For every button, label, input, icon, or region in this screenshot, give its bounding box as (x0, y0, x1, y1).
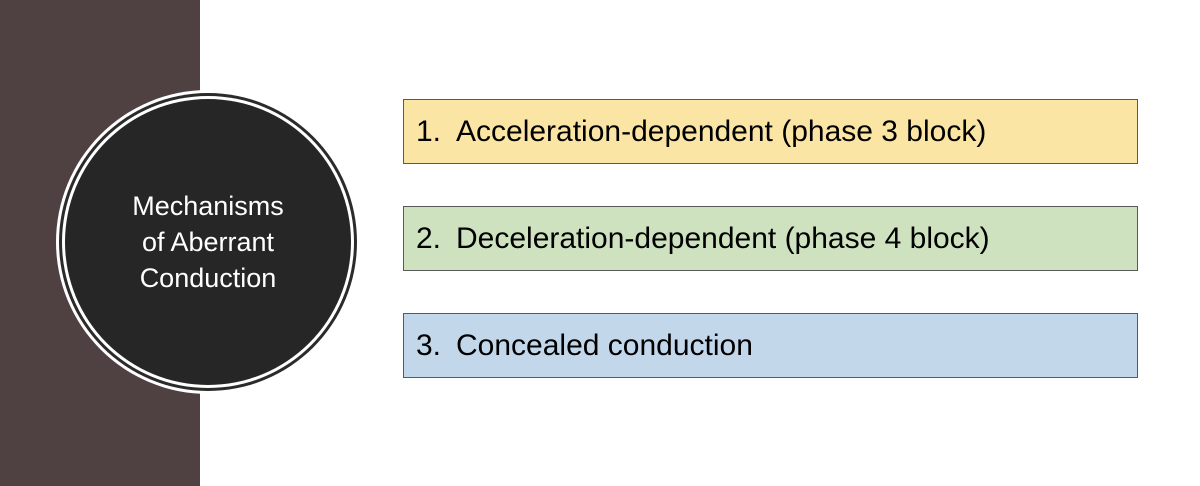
mechanism-number: 2. (416, 221, 442, 255)
title-circle-core: Mechanisms of Aberrant Conduction (65, 99, 351, 385)
mechanism-label: Acceleration-dependent (phase 3 block) (456, 114, 987, 148)
title-circle: Mechanisms of Aberrant Conduction (56, 90, 360, 394)
mechanism-number: 1. (416, 114, 442, 148)
mechanism-label: Deceleration-dependent (phase 4 block) (456, 221, 990, 255)
mechanism-label: Concealed conduction (456, 328, 753, 362)
mechanism-box-deceleration: 2. Deceleration-dependent (phase 4 block… (403, 206, 1138, 271)
circle-title-line-3: Conduction (139, 263, 277, 293)
title-circle-gap: Mechanisms of Aberrant Conduction (62, 96, 354, 388)
circle-title-line-1: Mechanisms (132, 191, 284, 221)
mechanism-box-concealed: 3. Concealed conduction (403, 313, 1138, 378)
mechanism-number: 3. (416, 328, 442, 362)
mechanism-box-acceleration: 1. Acceleration-dependent (phase 3 block… (403, 99, 1138, 164)
title-circle-ring: Mechanisms of Aberrant Conduction (59, 93, 357, 391)
circle-title-line-2: of Aberrant (141, 227, 275, 257)
